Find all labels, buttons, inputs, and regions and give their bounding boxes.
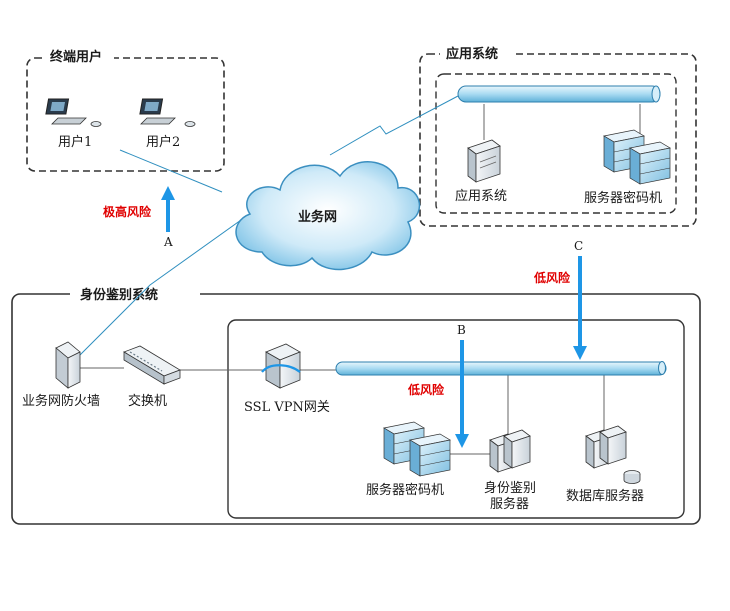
database-server-icon bbox=[585, 425, 641, 484]
app-server-icon bbox=[467, 139, 501, 183]
end-users-box: 终端用户 bbox=[26, 46, 225, 172]
user2-label: 用户2 bbox=[146, 134, 180, 150]
firewall-icon bbox=[55, 341, 81, 389]
app-system-box: 应用系统 bbox=[419, 42, 697, 227]
id-crypto-rack-icon bbox=[383, 421, 451, 477]
identity-system-box: 身份鉴别系统 bbox=[11, 284, 701, 525]
firewall-label: 业务网防火墙 bbox=[22, 393, 100, 409]
vpn-gateway-label: SSL VPN网关 bbox=[244, 400, 330, 415]
app-crypto-rack-icon bbox=[603, 129, 671, 185]
user1-label: 用户1 bbox=[58, 134, 92, 150]
switch-icon bbox=[123, 345, 181, 385]
user2-computer-icon bbox=[139, 98, 196, 127]
vpn-gateway-icon bbox=[261, 343, 301, 389]
app-crypto-label: 服务器密码机 bbox=[584, 190, 662, 206]
id-server-label-line2: 服务器 bbox=[490, 496, 529, 512]
arrow-b-risk-label: 低风险 bbox=[407, 382, 445, 397]
app-system-title: 应用系统 bbox=[446, 46, 498, 62]
arrow-c-risk-label: 低风险 bbox=[533, 270, 571, 285]
id-crypto-label: 服务器密码机 bbox=[366, 482, 444, 498]
arrow-a-risk-label: 极高风险 bbox=[103, 204, 152, 219]
end-users-title: 终端用户 bbox=[50, 49, 102, 65]
arrow-c: C 低风险 bbox=[533, 239, 587, 360]
arrow-a-letter: A bbox=[163, 235, 173, 249]
arrow-c-letter: C bbox=[574, 239, 583, 253]
switch-label: 交换机 bbox=[128, 393, 167, 409]
id-server-label-line1: 身份鉴别 bbox=[484, 480, 536, 496]
cloud-label: 业务网 bbox=[298, 209, 337, 225]
cloud-icon: 业务网 bbox=[235, 161, 421, 271]
app-server-label: 应用系统 bbox=[455, 188, 507, 204]
arrow-a: A 极高风险 bbox=[103, 186, 175, 249]
database-server-label: 数据库服务器 bbox=[566, 488, 644, 504]
app-bus bbox=[457, 85, 661, 103]
arrow-b: B 低风险 bbox=[407, 323, 469, 448]
id-server-icon bbox=[489, 429, 531, 473]
identity-bus bbox=[335, 361, 667, 376]
user1-computer-icon bbox=[45, 98, 102, 127]
arrow-b-letter: B bbox=[457, 323, 466, 337]
identity-system-title: 身份鉴别系统 bbox=[80, 287, 158, 303]
